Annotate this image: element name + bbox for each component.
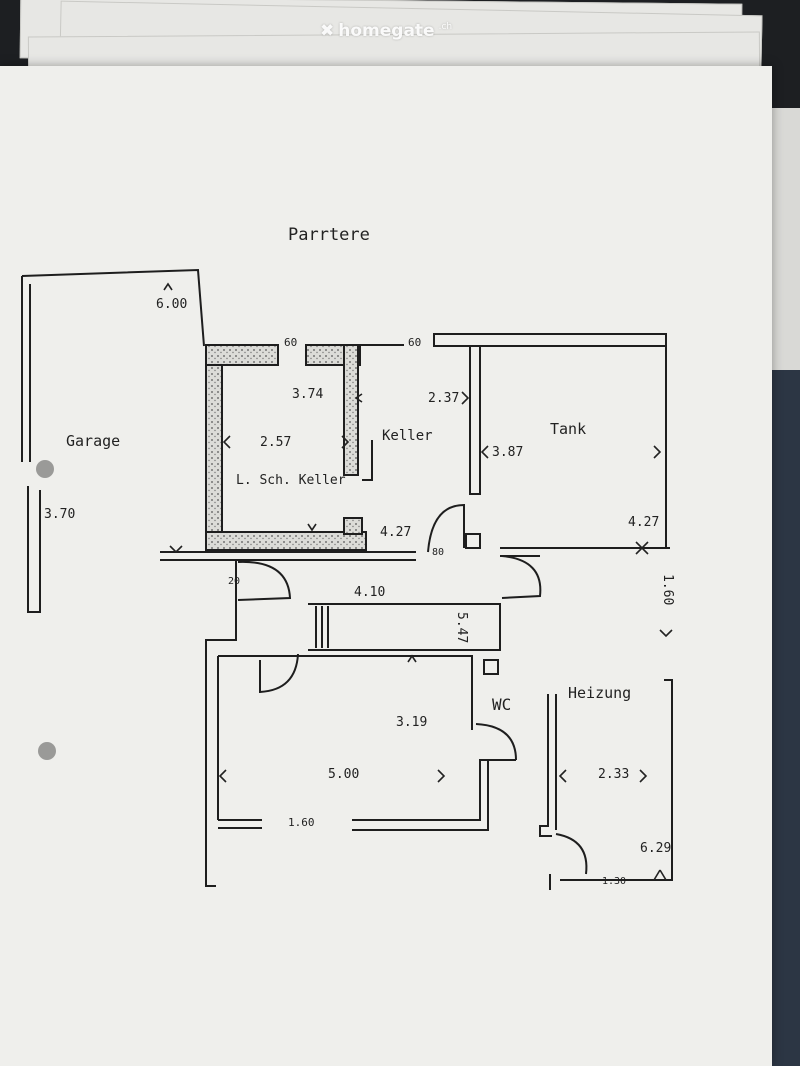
main-wall [160, 503, 670, 561]
punch-hole [36, 460, 54, 478]
dim-room-upper: 3.19 [396, 715, 427, 730]
dim-stair: 5.47 [454, 612, 469, 643]
homegate-logo-icon: ✖ [320, 21, 335, 41]
homegate-watermark: ✖ homegate .ch [320, 16, 452, 46]
hall-and-stairs [205, 555, 542, 887]
dim-hall-width: 4.10 [354, 585, 385, 600]
dim-heizung-width: 2.33 [598, 767, 629, 782]
dim-right-total: 6.29 [640, 841, 671, 856]
dim-room-bottom: 1.60 [288, 816, 315, 829]
dim-garage-depth: 3.70 [44, 507, 75, 522]
room-label-wc: WC [492, 695, 511, 714]
punch-hole [38, 742, 56, 760]
dim-tank-depth: 3.87 [492, 445, 523, 460]
room-label-garage: Garage [66, 432, 120, 450]
dim-garage-width: 6.00 [156, 297, 187, 312]
dimension-arrows [163, 282, 673, 881]
watermark-tld: .ch [438, 22, 453, 32]
dim-lsch-width: 3.74 [292, 387, 323, 402]
dim-bottom-right: 1.30 [602, 876, 626, 887]
wc-heizung-walls [483, 659, 673, 890]
dim-door-80: 80 [432, 547, 444, 558]
dim-lsch-depth: 2.57 [260, 435, 291, 450]
dim-keller-bottom: 4.27 [380, 525, 411, 540]
dim-room-main: 5.00 [328, 767, 359, 782]
keller-walls [360, 344, 404, 481]
garage-walls [21, 268, 205, 613]
main-room-walls [217, 653, 517, 831]
dim-tank-bottom: 4.27 [628, 515, 659, 530]
room-label-heizung: Heizung [568, 684, 631, 702]
room-label-keller: Keller [382, 428, 433, 444]
dim-hall-20: 20 [228, 576, 240, 587]
dim-top-60b: 60 [408, 336, 421, 349]
tank-walls [433, 333, 667, 548]
watermark-brand: homegate [338, 21, 435, 41]
room-label-tank: Tank [550, 420, 586, 438]
dim-keller-width: 2.37 [428, 391, 459, 406]
room-label-lsch-keller: L. Sch. Keller [236, 473, 346, 488]
dim-right-side: 1.60 [660, 574, 675, 605]
floor-plan-sheet [0, 66, 772, 1066]
dim-top-60a: 60 [284, 336, 297, 349]
floor-title: Parrtere [288, 225, 370, 245]
